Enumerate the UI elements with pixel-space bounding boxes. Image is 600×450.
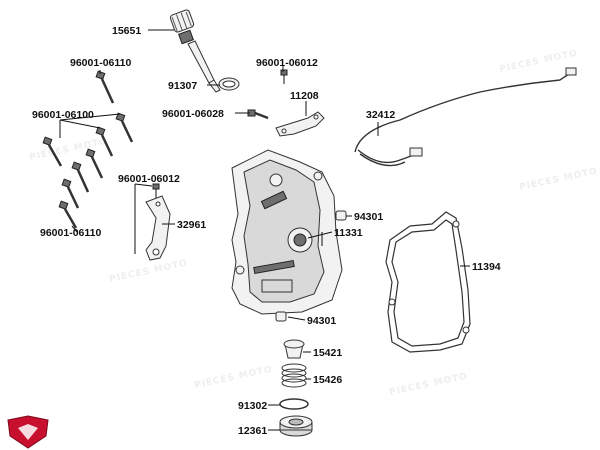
- label-96001-06110-top: 96001-06110: [70, 57, 131, 69]
- o-ring-91302: [279, 398, 309, 410]
- shield-logo: [7, 415, 49, 449]
- watermark-4: PIECES MOTO: [109, 259, 189, 285]
- watermark-5: PIECES MOTO: [389, 372, 469, 398]
- watermark-2: PIECES MOTO: [29, 137, 109, 163]
- bolt-96001-06012-top: [280, 69, 288, 84]
- label-96001-06012-top: 96001-06012: [256, 57, 318, 69]
- label-91307: 91307: [168, 80, 197, 92]
- label-11331: 11331: [334, 227, 363, 239]
- label-94301-bottom: 94301: [307, 315, 336, 327]
- bolt-group-96001-06100: [42, 112, 134, 209]
- label-96001-06110-bottom: 96001-06110: [40, 227, 101, 239]
- dowel-pin-94301-a: [335, 210, 347, 221]
- label-91302: 91302: [238, 400, 267, 412]
- bolt-96001-06028: [247, 109, 269, 120]
- dowel-pin-94301-b: [275, 311, 287, 322]
- label-96001-06028: 96001-06028: [162, 108, 224, 120]
- bolt-96001-06012-mid: [152, 183, 160, 198]
- bolt-96001-06110-top: [95, 70, 115, 104]
- gasket-11394: [385, 211, 471, 353]
- label-96001-06012-mid: 96001-06012: [118, 173, 180, 185]
- bolt-96001-06110-bottom: [58, 200, 78, 229]
- cable-32412: [354, 67, 577, 167]
- label-11394: 11394: [472, 261, 501, 273]
- leader-lines: [59, 29, 470, 431]
- label-96001-06100: 96001-06100: [32, 109, 94, 121]
- part-labels: 15651 96001-06110 91307 96001-06012 1120…: [32, 25, 501, 437]
- dipstick-part: [169, 9, 221, 93]
- label-32961: 32961: [177, 219, 206, 231]
- spring-15426: [281, 363, 307, 388]
- bracket-11208: [275, 111, 325, 137]
- crankcase-11331: [231, 149, 343, 315]
- label-94301-top: 94301: [354, 211, 383, 223]
- label-32412: 32412: [366, 109, 395, 121]
- label-11208: 11208: [290, 90, 319, 102]
- label-15651: 15651: [112, 25, 141, 37]
- label-15426: 15426: [313, 374, 342, 386]
- drain-cap-12361: [279, 415, 313, 437]
- watermark-6: PIECES MOTO: [194, 365, 274, 391]
- label-12361: 12361: [238, 425, 267, 437]
- label-15421: 15421: [313, 347, 342, 359]
- watermark-3: PIECES MOTO: [519, 167, 599, 193]
- plate-32961: [145, 195, 171, 261]
